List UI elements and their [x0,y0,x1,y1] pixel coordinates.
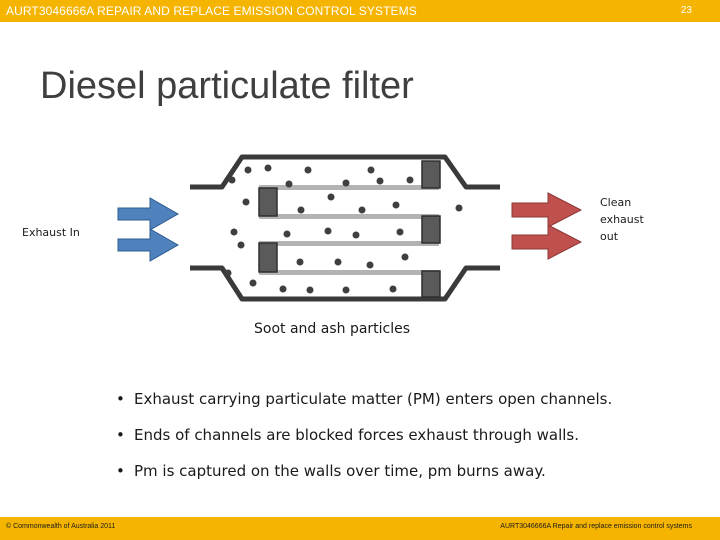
channel-wall [259,214,439,219]
soot-particle [296,258,304,266]
dpf-diagram [117,154,583,302]
copyright-text: © Commonwealth of Australia 2011 [6,523,116,530]
soot-particle [392,201,400,209]
bullet-list: Exhaust carrying particulate matter (PM)… [112,384,612,492]
inlet-plug [258,187,278,217]
exhaust-in-label: Exhaust In [22,226,80,239]
soot-particle [455,204,463,212]
outlet-plug [421,160,441,189]
header-bar: AURT3046666A REPAIR AND REPLACE EMISSION… [0,0,720,22]
bullet-item: Exhaust carrying particulate matter (PM)… [112,384,612,420]
soot-particle [228,176,236,184]
soot-particle [327,193,335,201]
soot-particle [406,176,414,184]
inlet-arrow-bottom [117,228,180,262]
soot-particle [244,166,252,174]
inlet-plug [258,242,278,273]
soot-particle [297,206,305,214]
soot-label: Soot and ash particles [254,321,411,337]
soot-particle [279,285,287,293]
soot-particle [367,166,375,174]
soot-particle [376,177,384,185]
soot-particle [352,231,360,239]
soot-particle [304,166,312,174]
soot-particles [224,164,463,294]
housing-bottom [190,265,500,302]
channel-wall [259,185,439,190]
channel-wall [259,270,439,275]
soot-particle [306,286,314,294]
soot-particle [249,279,257,287]
page-number: 23 [680,5,692,16]
channel-wall [259,241,439,246]
outlet-plug [421,270,441,298]
outlet-arrow-top [511,192,583,228]
footer-course-text: AURT3046666A Repair and replace emission… [500,523,692,530]
soot-particle [230,228,238,236]
soot-particle [285,180,293,188]
footer-bar: © Commonwealth of Australia 2011 AURT304… [0,517,720,540]
soot-particle [334,258,342,266]
soot-particle [389,285,397,293]
soot-particle [237,241,245,249]
course-title: AURT3046666A REPAIR AND REPLACE EMISSION… [6,4,417,18]
soot-particle [342,286,350,294]
inlet-arrow-top [117,197,180,231]
bullet-item: Ends of channels are blocked forces exha… [112,420,612,456]
soot-particle [342,179,350,187]
clean-exhaust-out-label: Clean exhaust out [600,196,644,243]
soot-particle [242,198,250,206]
housing-top [190,154,500,190]
soot-particle [324,227,332,235]
soot-particle [396,228,404,236]
soot-particle [283,230,291,238]
outlet-arrow-bottom [511,224,583,260]
slide-title: Diesel particulate filter [40,65,414,108]
soot-particle [358,206,366,214]
bullet-item: Pm is captured on the walls over time, p… [112,456,612,492]
soot-particle [366,261,374,269]
outlet-plug [421,215,441,244]
soot-particle [401,253,409,261]
soot-particle [264,164,272,172]
soot-particle [224,269,232,277]
